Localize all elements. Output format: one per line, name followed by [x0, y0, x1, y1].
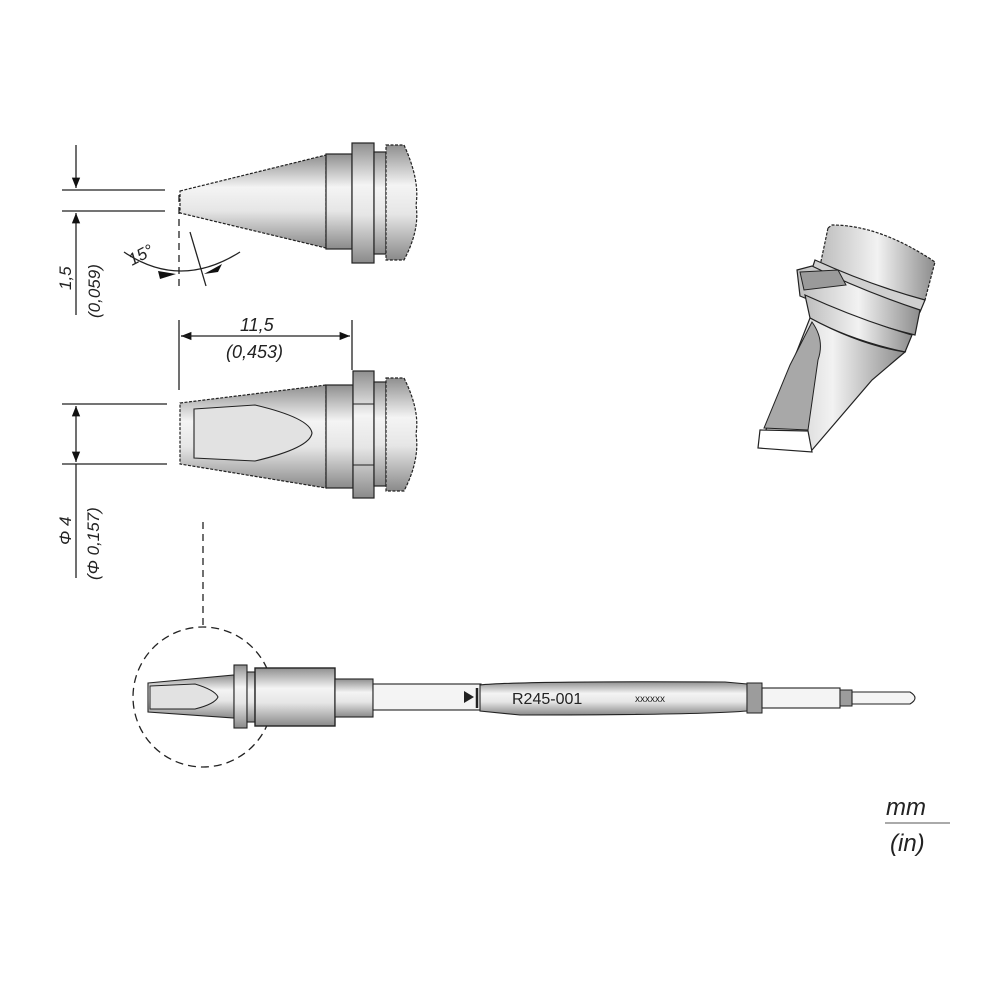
- length-mm: 11,5: [240, 315, 275, 335]
- serial-placeholder: xxxxxx: [635, 694, 665, 705]
- side-view-tip: [179, 370, 418, 499]
- units-in: (in): [890, 830, 925, 857]
- tip-width-in: (0,059): [85, 264, 104, 318]
- direction-arrow-icon: [464, 691, 474, 703]
- units-mm: mm: [886, 794, 926, 821]
- dimension-diameter: Φ 4 (Φ 0,157): [56, 403, 167, 580]
- dimension-length: 11,5 (0,453): [178, 315, 353, 390]
- top-view-tip: [179, 142, 418, 264]
- diameter-in: (Φ 0,157): [84, 507, 103, 580]
- dimension-tip-width: 1,5 (0,059): [56, 145, 165, 318]
- units-legend: mm (in): [885, 794, 950, 857]
- diameter-mm: Φ 4: [56, 517, 75, 545]
- length-in: (0,453): [226, 342, 283, 362]
- tip-width-mm: 1,5: [56, 266, 75, 290]
- isometric-view-tip: [757, 224, 936, 453]
- cartridge-full-view: R245-001 xxxxxx: [132, 626, 916, 768]
- angle-value: 15°: [125, 241, 157, 270]
- part-number: R245-001: [512, 691, 582, 708]
